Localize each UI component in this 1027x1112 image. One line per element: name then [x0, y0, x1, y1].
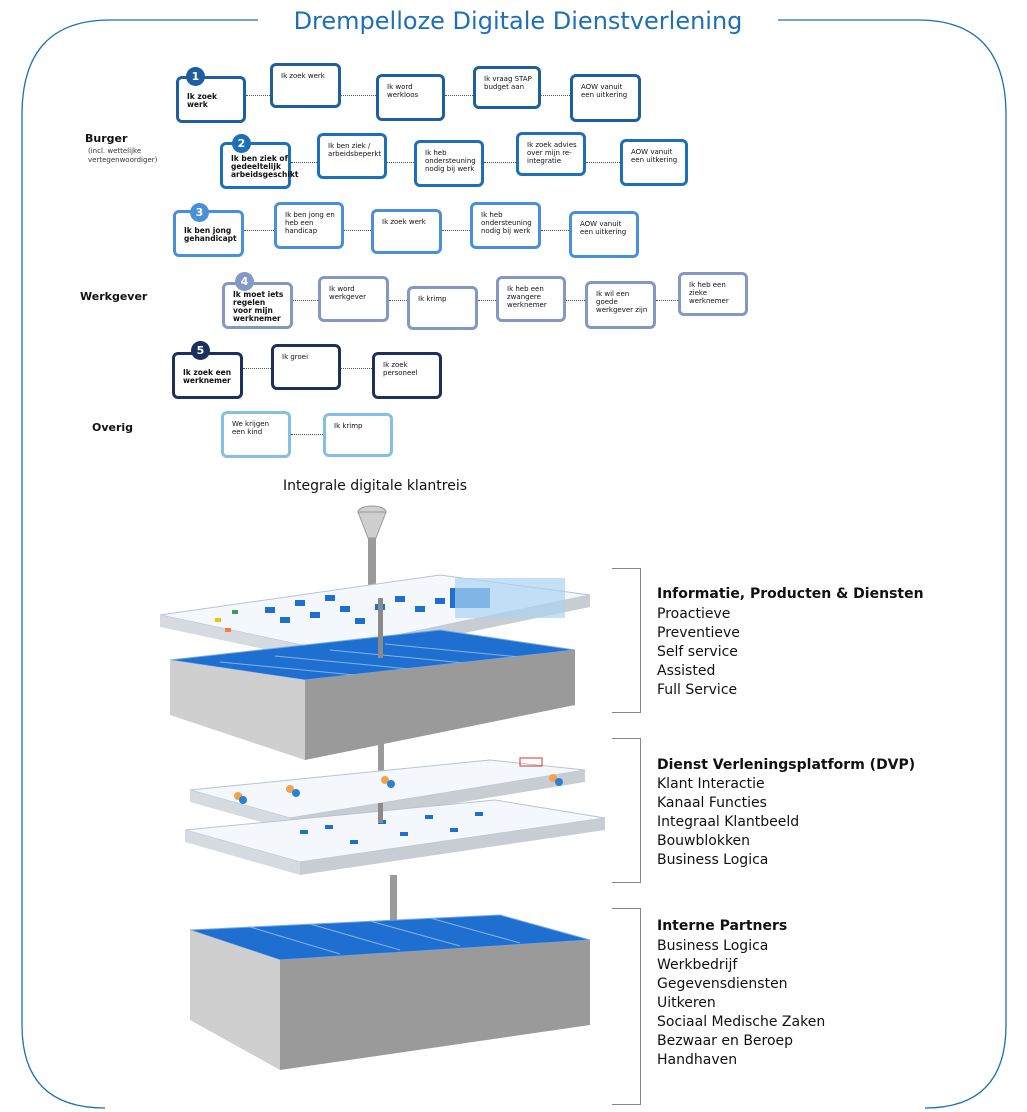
layer-3-item: Werkbedrijf — [657, 957, 738, 973]
journey-5-step[interactable]: Ik groei — [271, 344, 341, 390]
journey-5-start[interactable]: Ik zoek een werknemer — [172, 352, 243, 399]
layer-3-item: Business Logica — [657, 938, 769, 954]
overig-step[interactable]: We krijgen een kind — [221, 411, 291, 458]
layer-2-item: Klant Interactie — [657, 776, 765, 792]
layer-2-title: Dienst Verleningsplatform (DVP) — [657, 757, 916, 773]
journey-4-step[interactable]: Ik krimp — [407, 286, 478, 330]
layer-1-item: Full Service — [657, 682, 738, 698]
journey-1-step[interactable]: Ik zoek werk — [270, 63, 341, 108]
journey-4-number-badge: 4 — [235, 272, 254, 291]
journey-2-number-badge: 2 — [232, 134, 251, 153]
layer-1-item: Proactieve — [657, 606, 731, 622]
journey-5-step[interactable]: Ik zoek personeel — [372, 352, 442, 399]
layer-1-title: Informatie, Producten & Diensten — [657, 586, 924, 602]
journey-4-step[interactable]: Ik wil een goede werkgever zijn — [585, 281, 656, 329]
layer-3-item: Bezwaar en Beroep — [657, 1033, 794, 1049]
layer-2-item: Business Logica — [657, 852, 769, 868]
layer-3-item: Uitkeren — [657, 995, 716, 1011]
journey-4-step[interactable]: Ik heb een zwangere werknemer — [496, 276, 566, 322]
journey-2-step[interactable]: Ik ben ziek / arbeidsbeperkt — [317, 133, 387, 179]
journey-4-start[interactable]: Ik moet iets regelen voor mijn werknemer — [222, 282, 293, 329]
overig-step[interactable]: Ik krimp — [323, 413, 393, 457]
journey-4-step[interactable]: Ik heb een zieke werknemer — [678, 272, 748, 316]
journey-2-step[interactable]: Ik heb ondersteuning nodig bij werk — [414, 140, 484, 187]
journey-1-start[interactable]: Ik zoek werk — [176, 76, 246, 123]
row-label-werkgever: Werkgever — [80, 290, 148, 303]
layer-2-item: Bouwblokken — [657, 833, 751, 849]
bracket-informatie — [612, 568, 641, 713]
caption-integrale-klantreis: Integrale digitale klantreis — [282, 478, 468, 494]
layer-3-item: Sociaal Medische Zaken — [657, 1014, 826, 1030]
journey-2-start[interactable]: Ik ben ziek of gedeeltelijk arbeidsgesch… — [220, 142, 298, 189]
platform-illustration — [159, 505, 606, 1070]
journey-1-number-badge: 1 — [186, 67, 205, 86]
journey-2-step[interactable]: Ik zoek advies over mijn re-integratie — [516, 132, 586, 176]
layer-3-item: Gegevensdiensten — [657, 976, 788, 992]
bracket-dvp — [612, 738, 641, 883]
journey-3-step[interactable]: Ik zoek werk — [371, 209, 442, 254]
journey-3-step[interactable]: Ik heb ondersteuning nodig bij werk — [470, 202, 541, 249]
page-title: Drempelloze Digitale Dienstverlening — [262, 6, 774, 36]
journey-3-step[interactable]: AOW vanuit een uitkering — [569, 211, 639, 258]
layer-1-item: Self service — [657, 644, 738, 660]
journey-1-step[interactable]: AOW vanuit een uitkering — [570, 74, 641, 122]
layer-1-item: Assisted — [657, 663, 716, 679]
journey-1-step[interactable]: Ik word werkloos — [376, 74, 445, 121]
journey-3-number-badge: 3 — [190, 203, 209, 222]
layer-3-item: Handhaven — [657, 1052, 738, 1068]
row-label-burger: Burger — [85, 132, 128, 145]
journey-3-step[interactable]: Ik ben jong en heb een handicap — [274, 202, 344, 249]
layer-2-item: Integraal Klantbeeld — [657, 814, 800, 830]
row-sublabel-burger: (incl. wettelijke vertegenwoordiger) — [88, 147, 158, 164]
journey-1-step[interactable]: Ik vraag STAP budget aan — [473, 66, 541, 109]
row-label-overig: Overig — [92, 421, 134, 434]
journey-2-step[interactable]: AOW vanuit een uitkering — [620, 139, 688, 186]
layer-1-item: Preventieve — [657, 625, 740, 641]
layer-2-item: Kanaal Functies — [657, 795, 767, 811]
bracket-partners — [612, 908, 641, 1105]
journey-5-number-badge: 5 — [191, 341, 210, 360]
journey-4-step[interactable]: Ik word werkgever — [318, 276, 389, 322]
journey-3-start[interactable]: Ik ben jong gehandicapt — [173, 210, 244, 257]
layer-3-title: Interne Partners — [657, 918, 788, 934]
